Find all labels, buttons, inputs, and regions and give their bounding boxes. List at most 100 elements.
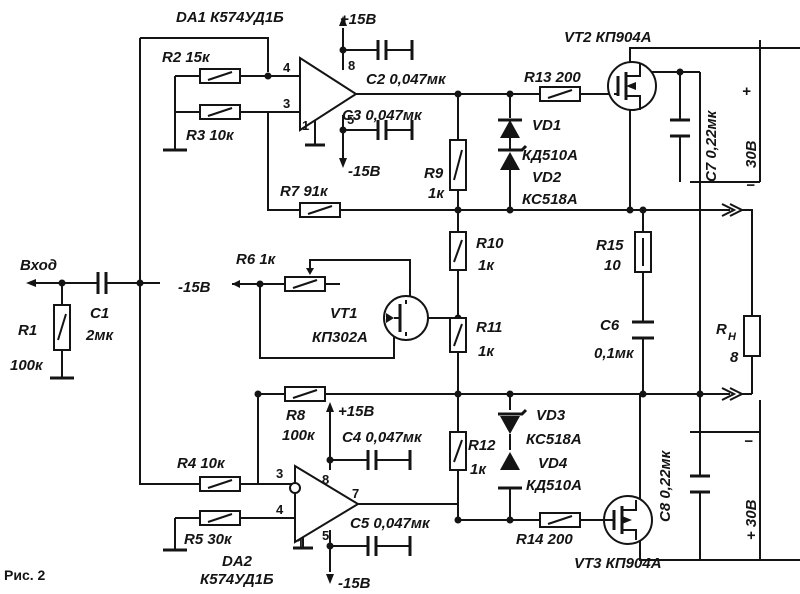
svg-text:R1: R1 [18, 322, 37, 339]
svg-text:-15В: -15В [348, 163, 381, 180]
input-terminal: Вход [20, 257, 57, 287]
svg-text:C3 0,047мк: C3 0,047мк [342, 107, 423, 124]
capacitor-c4: C4 0,047мк [342, 429, 423, 470]
svg-text:КД510А: КД510А [526, 477, 582, 494]
svg-text:R10: R10 [476, 235, 504, 252]
svg-text:VT2 КП904А: VT2 КП904А [564, 29, 652, 46]
svg-text:30В: 30В [743, 140, 760, 168]
svg-text:VD2: VD2 [532, 169, 562, 186]
svg-text:R15: R15 [596, 237, 624, 254]
power-input-top: + 30В − [742, 83, 760, 194]
svg-text:R12: R12 [468, 437, 496, 454]
da1-pin-4: 4 [283, 60, 291, 75]
resistor-r9: R9 1к [424, 139, 467, 202]
svg-text:1к: 1к [478, 257, 495, 274]
svg-text:R9: R9 [424, 165, 444, 182]
da2-type-label: К574УД1Б [200, 571, 274, 588]
svg-text:1к: 1к [470, 461, 487, 478]
supply-labels: +15В -15В -15В +15В -15В [178, 11, 381, 592]
svg-text:КП302А: КП302А [312, 329, 368, 346]
svg-text:R2 15к: R2 15к [162, 49, 211, 66]
da1-pin-5: 5 [347, 112, 354, 127]
capacitor-c6: C6 0,1мк [594, 317, 654, 362]
svg-text:VD1: VD1 [532, 117, 561, 134]
svg-text:2мк: 2мк [85, 327, 114, 344]
junctions [58, 46, 704, 550]
resistor-r4: R4 10к [177, 455, 241, 492]
svg-text:C4 0,047мк: C4 0,047мк [342, 429, 423, 446]
resistor-rh: R Н 8 [716, 315, 761, 366]
resistor-r14: R14 200 [516, 512, 581, 548]
svg-text:−: − [746, 177, 755, 194]
svg-text:8: 8 [730, 349, 739, 366]
capacitor-c3: C3 0,047мк [342, 107, 423, 140]
resistor-r2: R2 15к [162, 49, 241, 84]
capacitor-c5: C5 0,047мк [350, 515, 431, 556]
resistor-r7: R7 91к [280, 183, 341, 218]
svg-text:100к: 100к [10, 357, 44, 374]
power-input-bottom: − + 30В [743, 433, 760, 540]
svg-text:КС518А: КС518А [526, 431, 582, 448]
resistor-r5: R5 30к [184, 510, 241, 548]
svg-text:+: + [742, 83, 751, 100]
svg-text:R: R [716, 321, 727, 338]
resistor-r6: R6 1к [236, 251, 326, 292]
diode-vd3: VD3 КС518А [498, 407, 582, 450]
svg-text:R14 200: R14 200 [516, 531, 573, 548]
svg-text:VT1: VT1 [330, 305, 358, 322]
svg-text:C6: C6 [600, 317, 620, 334]
capacitor-c2: C2 0,047мк [366, 40, 447, 88]
da2-pin-7: 7 [352, 486, 359, 501]
svg-text:C8 0,22мк: C8 0,22мк [657, 449, 674, 522]
svg-text:+ 30В: + 30В [743, 499, 760, 540]
svg-text:C5 0,047мк: C5 0,047мк [350, 515, 431, 532]
da2-pin-8: 8 [322, 472, 329, 487]
svg-text:-15В: -15В [338, 575, 371, 592]
svg-text:−: − [744, 433, 753, 450]
opamp-da1: 4 3 8 1 5 DA1 К574УД1Б [176, 9, 358, 133]
resistor-r12: R12 1к [449, 431, 496, 478]
da2-pin-4: 4 [276, 502, 284, 517]
opamp-da2: 3 4 8 7 1 5 DA2 К574УД1Б [200, 464, 360, 588]
svg-text:10: 10 [604, 257, 621, 274]
svg-text:R13 200: R13 200 [524, 69, 581, 86]
svg-text:1к: 1к [478, 343, 495, 360]
svg-text:R4 10к: R4 10к [177, 455, 226, 472]
svg-text:VT3 КП904А: VT3 КП904А [574, 555, 662, 572]
svg-text:Н: Н [728, 331, 737, 343]
svg-text:1к: 1к [428, 185, 445, 202]
resistors: R1 100к R2 15к R3 10к R7 91к R6 1к [10, 49, 761, 548]
transistor-vt2: VT2 КП904А [564, 29, 657, 111]
svg-text:КД510А: КД510А [522, 147, 578, 164]
resistor-r8: R8 100к [282, 386, 326, 444]
diode-vd2: VD2 КС518А [498, 144, 578, 208]
da1-pin-8: 8 [348, 58, 355, 73]
capacitor-c7: C7 0,22мк [670, 109, 720, 182]
svg-text:R11: R11 [476, 319, 502, 336]
diode-vd4: VD4 КД510А [498, 452, 582, 500]
svg-text:VD3: VD3 [536, 407, 566, 424]
diodes: VD1 КД510А VD2 КС518А VD3 КС518А VD4 КД5… [498, 117, 582, 500]
svg-text:C2 0,047мк: C2 0,047мк [366, 71, 447, 88]
svg-text:+15В: +15В [338, 403, 374, 420]
svg-text:VD4: VD4 [538, 455, 568, 472]
svg-text:-15В: -15В [178, 279, 211, 296]
da2-pin-5: 5 [322, 528, 329, 543]
svg-text:+15В: +15В [340, 11, 376, 28]
da1-label: DA1 К574УД1Б [176, 9, 284, 26]
resistor-r10: R10 1к [449, 231, 504, 274]
input-label: Вход [20, 257, 57, 274]
da2-label: DA2 [222, 553, 253, 570]
svg-text:КС518А: КС518А [522, 191, 578, 208]
capacitors: C1 2мк C2 0,047мк C3 0,047мк C4 0,047мк … [85, 40, 720, 556]
resistor-r1: R1 100к [10, 304, 71, 374]
capacitor-c1: C1 2мк [85, 272, 114, 344]
svg-text:C7 0,22мк: C7 0,22мк [703, 109, 720, 182]
figure-caption: Рис. 2 [4, 567, 46, 583]
svg-text:R6 1к: R6 1к [236, 251, 277, 268]
resistor-r11: R11 1к [449, 317, 502, 360]
svg-text:100к: 100к [282, 427, 316, 444]
svg-text:0,1мк: 0,1мк [594, 345, 635, 362]
capacitor-c8: C8 0,22мк [657, 449, 710, 522]
